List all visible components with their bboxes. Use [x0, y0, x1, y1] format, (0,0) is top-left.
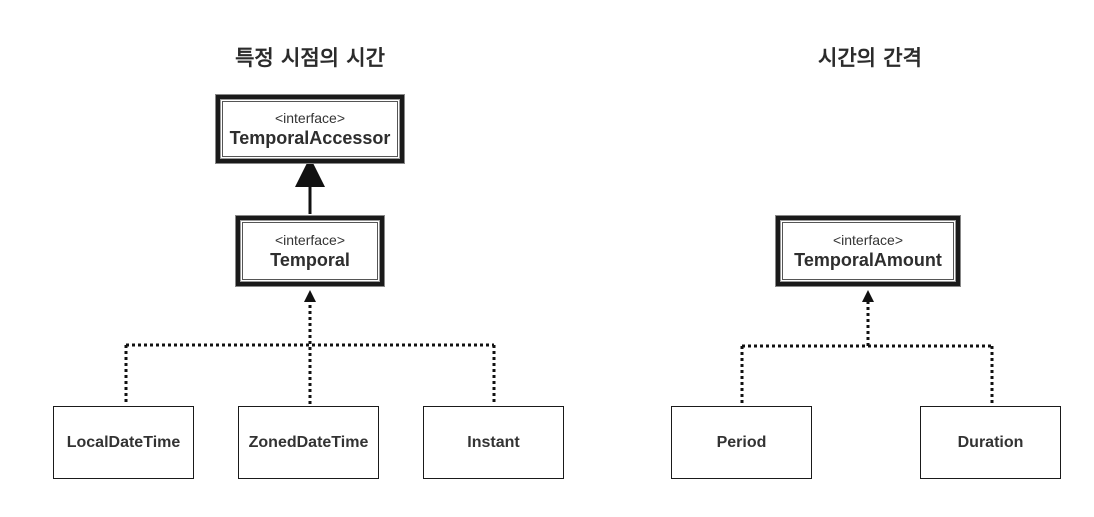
interface-name: Temporal	[270, 250, 350, 270]
temporal-box: <interface> Temporal	[236, 216, 384, 286]
zoned-date-time-box: ZonedDateTime	[238, 406, 379, 479]
right-section-title: 시간의 간격	[818, 46, 922, 70]
duration-box: Duration	[920, 406, 1061, 479]
implements-lines-right	[740, 300, 994, 404]
instant-box: Instant	[423, 406, 564, 479]
class-name: LocalDateTime	[66, 433, 181, 451]
interface-name: TemporalAccessor	[229, 128, 391, 148]
left-section-title: 특정 시점의 시간	[235, 46, 385, 70]
stereotype-label: <interface>	[274, 232, 346, 248]
period-box: Period	[671, 406, 812, 479]
stereotype-label: <interface>	[274, 110, 346, 126]
implements-arrowhead-left	[304, 290, 316, 302]
class-name: Instant	[467, 433, 520, 451]
interface-name: TemporalAmount	[794, 250, 942, 270]
class-name: Duration	[957, 433, 1024, 451]
temporal-amount-box: <interface> TemporalAmount	[776, 216, 960, 286]
class-name: Period	[716, 433, 767, 451]
implements-arrowhead-right	[862, 290, 874, 302]
implements-lines-left	[124, 300, 496, 404]
class-name: ZonedDateTime	[248, 433, 369, 451]
temporal-accessor-box: <interface> TemporalAccessor	[216, 95, 404, 163]
stereotype-label: <interface>	[832, 232, 904, 248]
local-date-time-box: LocalDateTime	[53, 406, 194, 479]
